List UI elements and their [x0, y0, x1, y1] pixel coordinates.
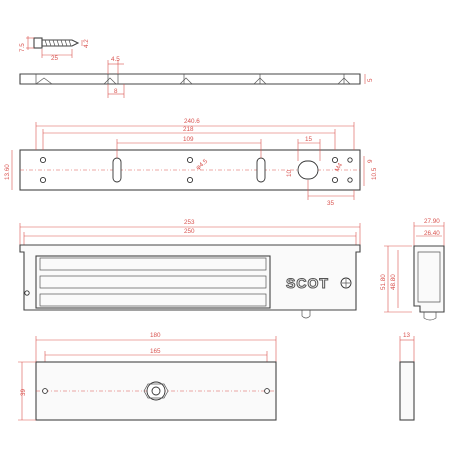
slot-width-label: 15 [305, 136, 313, 143]
right-height2-label: 9 [367, 159, 374, 163]
body-inner-label: 250 [184, 228, 195, 235]
side-height-outer-label: 51.80 [380, 274, 387, 290]
right-height-label: 10.5 [371, 167, 378, 180]
plate-rib-label: 8 [114, 88, 118, 95]
armature-holes-label: 165 [150, 348, 161, 355]
lock-body-front: 253 250 SCOT [19, 219, 361, 319]
armature-thick-label: 13 [403, 332, 411, 339]
left-height-label: 13.60 [4, 164, 11, 180]
plate-thick-label: 5 [367, 78, 374, 82]
armature-side: 13 [399, 332, 415, 421]
side-width-inner-label: 26.40 [424, 230, 440, 237]
plate-step-label: 4.5 [111, 56, 120, 63]
hole-span-label: 218 [183, 126, 194, 133]
screw-dia-label: 7.5 [19, 43, 26, 52]
armature-len-label: 180 [150, 332, 161, 339]
brand-logo: SCOT [286, 275, 329, 291]
slot-offset-label: 35 [327, 200, 335, 207]
slot-angle-label: φ4.5 [195, 158, 210, 172]
screw-head-label: 4.2 [83, 39, 90, 48]
side-height-inner-label: 48.80 [390, 274, 397, 290]
mounting-plate-top: 240.6 218 109 φ4.5 15 10 35 M4 13.60 10.… [4, 118, 378, 207]
lock-body-side: 27.90 26.40 51.80 48.80 [380, 218, 445, 321]
screw-detail: 25 7.5 4.2 [19, 36, 90, 62]
armature-front: 180 165 39 [18, 332, 277, 421]
thread-label: M4 [334, 161, 345, 173]
side-width-outer-label: 27.90 [424, 218, 440, 225]
screw-length-label: 25 [51, 55, 59, 62]
slot-span-label: 109 [183, 136, 194, 143]
slot-height-label: 10 [286, 169, 293, 177]
mount-total-label: 240.6 [184, 118, 200, 125]
mounting-plate-side: 4.5 8 5 [19, 56, 374, 98]
armature-height-label: 39 [20, 388, 27, 396]
body-total-label: 253 [184, 219, 195, 226]
